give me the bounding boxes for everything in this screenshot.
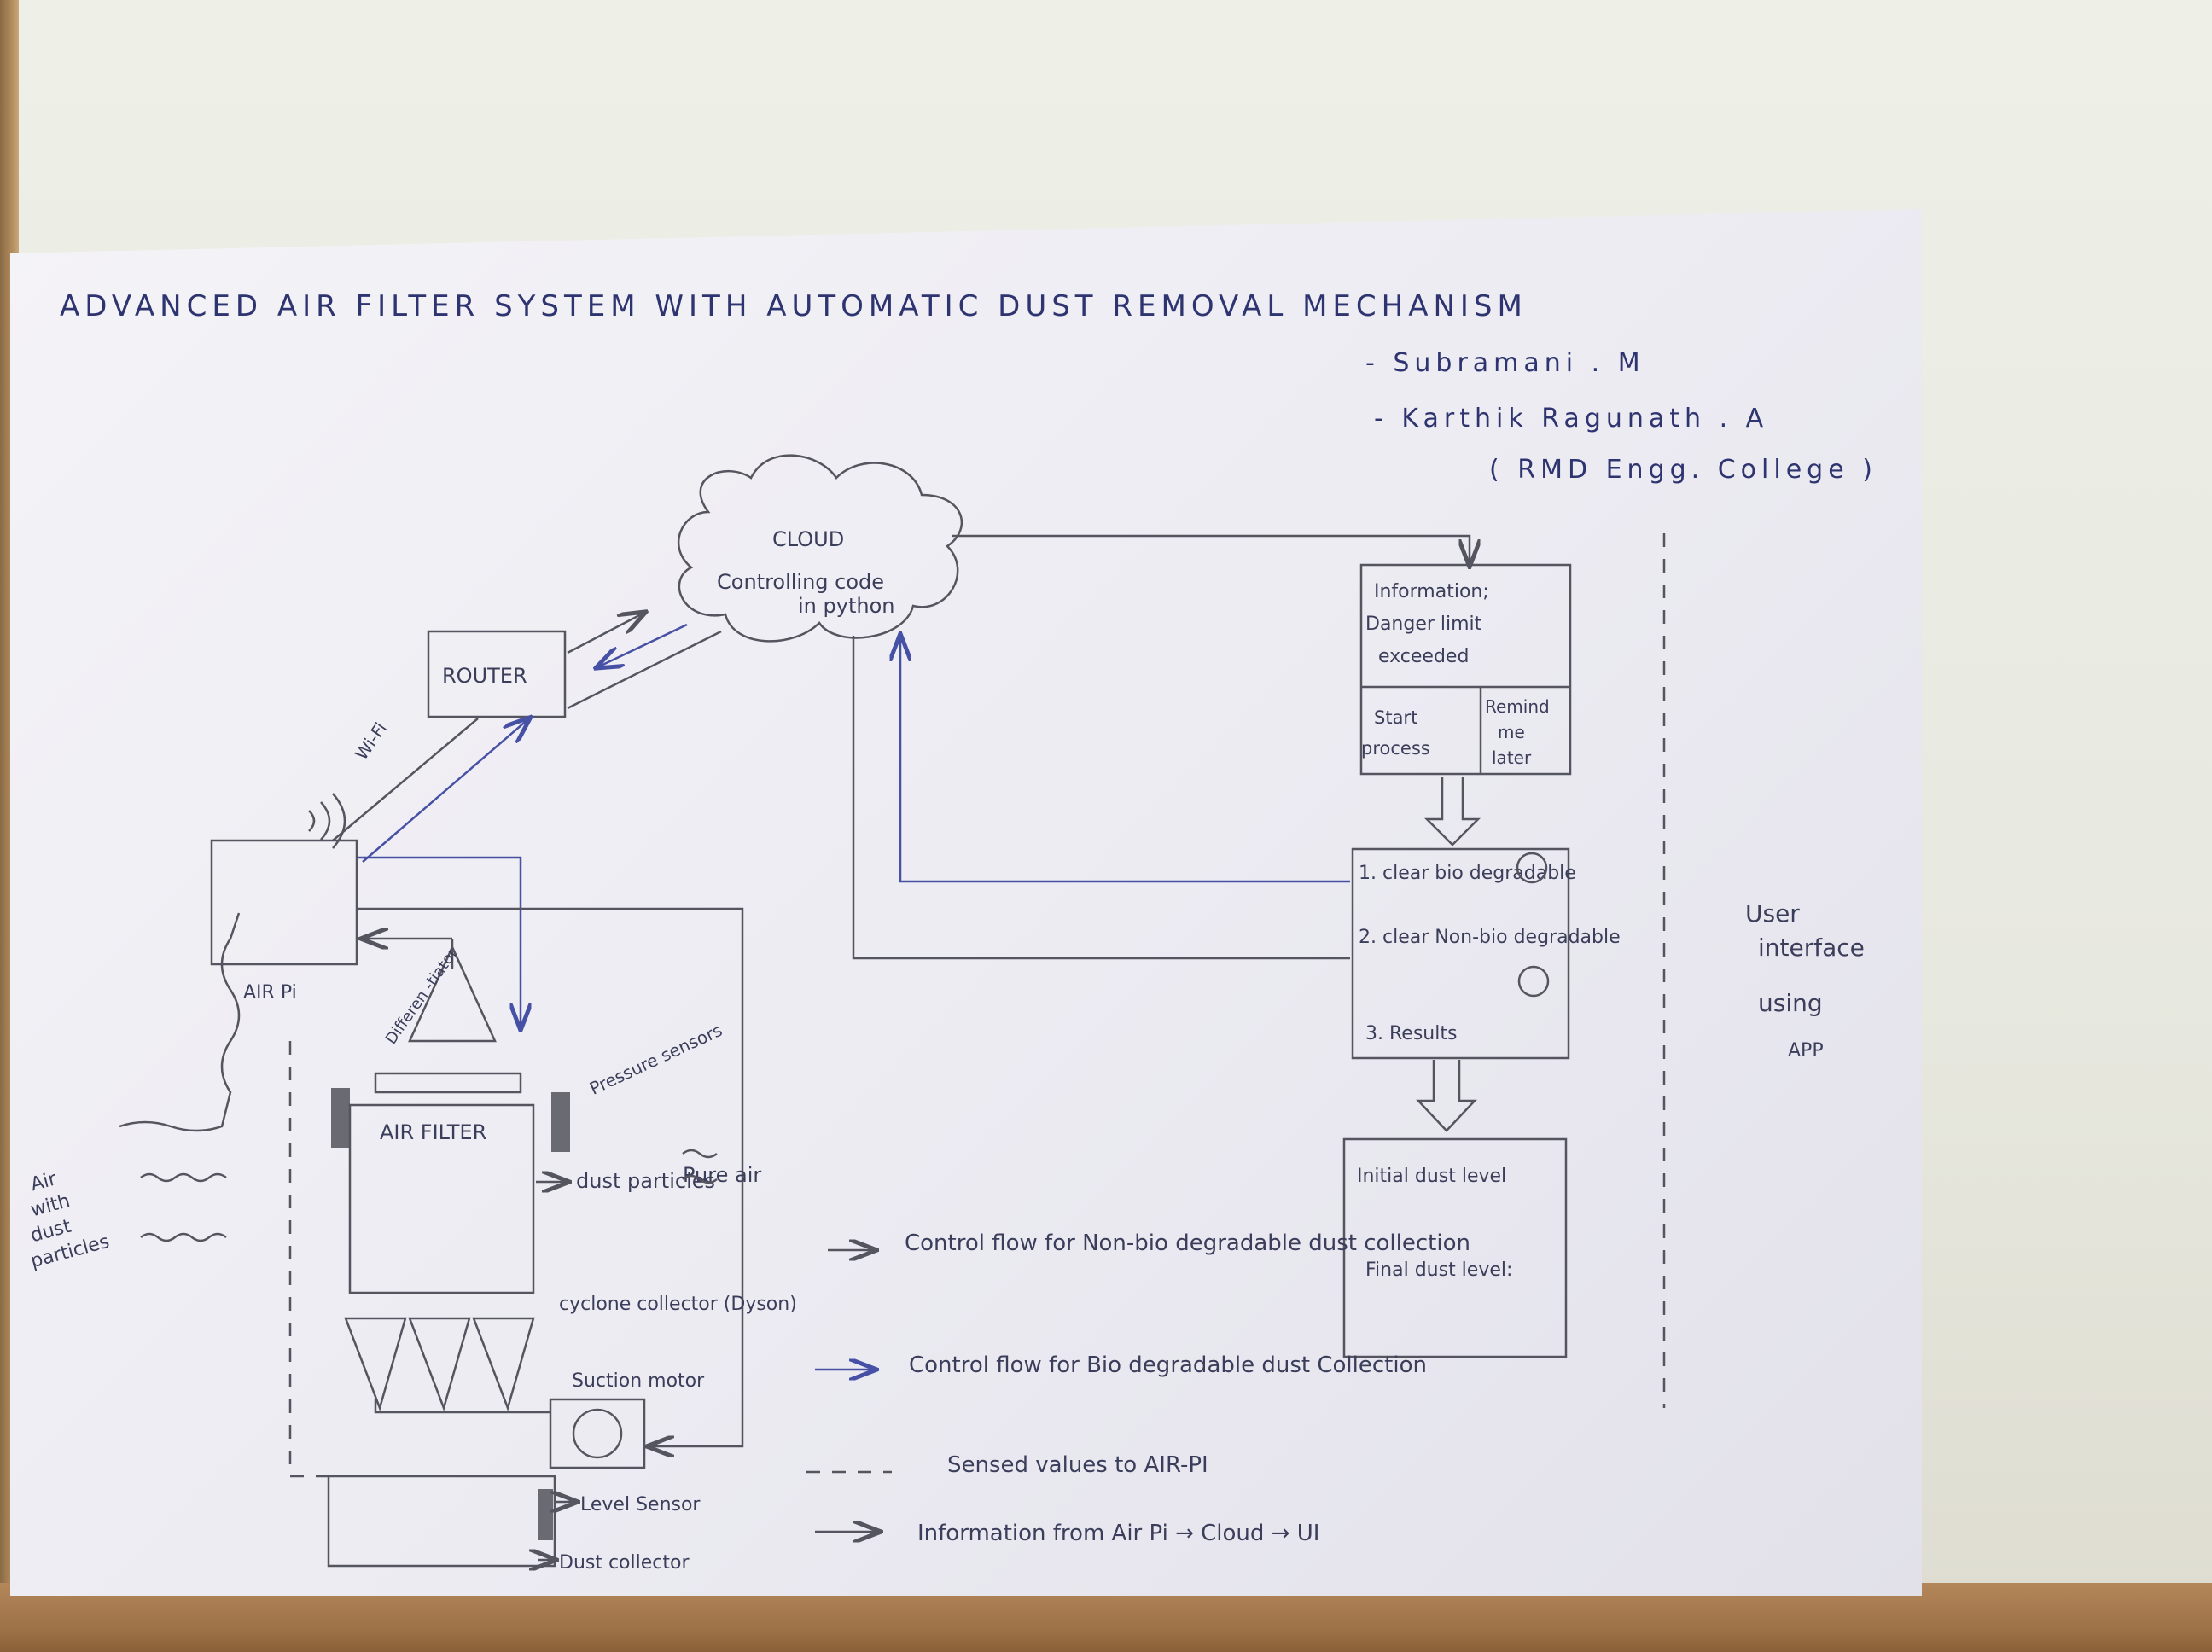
paper-sheet — [10, 209, 1922, 1596]
nonbio-ui-to-cloud-link — [852, 636, 1350, 960]
suction-motor-label: Suction motor — [572, 1370, 705, 1392]
wifi-label: Wi-Fi — [351, 718, 391, 764]
cyclone-cone-2 — [408, 1317, 471, 1411]
interface-label: interface — [1758, 934, 1865, 962]
air-input-wave — [119, 912, 241, 1132]
final-dust-level: Final dust level: — [1365, 1259, 1512, 1281]
cyclone-cone-3 — [472, 1317, 535, 1411]
router-to-cloud-link — [567, 613, 644, 654]
pressure-sensor-right — [551, 1092, 570, 1152]
legend-nonbio: Control flow for Non-bio degradable dust… — [905, 1230, 1470, 1256]
remind-label-3: later — [1492, 747, 1532, 768]
check-icon-nonbio — [1517, 965, 1550, 998]
wifi-waves-icon — [308, 793, 346, 849]
pure-air-label: Pure air — [683, 1163, 761, 1187]
differentiator-label: Differen -tiator — [382, 945, 463, 1048]
suction-motor-box — [549, 1398, 646, 1469]
level-sensor-block — [538, 1489, 553, 1540]
cloud-python-label: in python — [798, 594, 894, 618]
ui-alert-frame — [1359, 563, 1572, 776]
initial-dust-level: Initial dust level — [1357, 1166, 1506, 1187]
app-label: APP — [1788, 1040, 1824, 1062]
cyclone-collector — [344, 1317, 535, 1411]
start-process-label-2: process — [1361, 738, 1430, 759]
remind-label: Remind — [1485, 696, 1550, 717]
user-label: User — [1745, 899, 1800, 928]
cloud-shape — [677, 454, 963, 643]
airpi-label: AIR Pi — [243, 982, 297, 1003]
sensed-values-dashed-line — [288, 1041, 329, 1478]
motor-to-cyclones-link — [374, 1399, 550, 1414]
option-results[interactable]: 3. Results — [1365, 1023, 1457, 1044]
ui-options-frame — [1351, 847, 1570, 1060]
pure-air-wave-2 — [682, 1174, 718, 1184]
dust-particles-label: dust particles — [576, 1169, 715, 1193]
ui-info-line3: exceeded — [1378, 646, 1469, 667]
ui-info-line2: Danger limit — [1365, 614, 1482, 635]
cloud-label: CLOUD — [772, 527, 844, 551]
cloud-to-router-link — [597, 623, 688, 667]
ui-alert-box: Information; Danger limit exceeded — [1359, 563, 1572, 776]
legend-bio: Control flow for Bio degradable dust Col… — [909, 1352, 1427, 1378]
router-airpi-link — [362, 718, 529, 863]
option-clear-nonbio[interactable]: 2. clear Non-bio degradable — [1359, 927, 1621, 948]
remind-label-2: me — [1498, 722, 1525, 742]
legend: Control flow for Non-bio degradable dust… — [806, 1230, 1470, 1546]
router-label: ROUTER — [442, 664, 527, 688]
ui-results-box — [1342, 1137, 1568, 1358]
cloud-to-ui-link — [952, 534, 1470, 565]
ui-info-line1: Information; — [1374, 581, 1489, 602]
bio-ui-to-cloud-link — [900, 636, 1350, 883]
remind-later-button[interactable]: Remind me later — [1485, 696, 1550, 768]
check-icon-bio — [1516, 852, 1548, 884]
dust-collector-label: Dust collector — [559, 1552, 690, 1573]
author-college: ( RMD Engg. College ) — [1489, 455, 1877, 485]
airpi-router-link — [332, 718, 479, 841]
pressure-plate — [374, 1072, 522, 1094]
cyclone-label: cyclone collector (Dyson) — [559, 1294, 797, 1315]
air-wave-2 — [140, 1232, 227, 1242]
ui-options-box — [1351, 847, 1570, 1060]
cloud-node: CLOUD Controlling code in python — [677, 454, 963, 643]
differentiator-symbol — [408, 944, 497, 1043]
pressure-sensors-label: Pressure sensors — [586, 1020, 725, 1099]
air-filter-label: AIR FILTER — [380, 1120, 486, 1144]
author-2: - Karthik Ragunath . A — [1374, 404, 1768, 433]
diagram-title: ADVANCED AIR FILTER SYSTEM WITH AUTOMATI… — [60, 289, 1528, 323]
using-label: using — [1758, 989, 1823, 1017]
pressure-sensor-left — [331, 1088, 350, 1148]
start-process-button[interactable]: Start process — [1361, 707, 1430, 759]
pure-air-wave-1 — [682, 1149, 718, 1159]
airpi-box — [210, 839, 358, 966]
air-wave-1 — [140, 1172, 227, 1183]
author-1: - Subramani . M — [1365, 348, 1645, 378]
dust-collector-box — [327, 1475, 556, 1568]
nonbio-flow-to-motor — [358, 907, 744, 1446]
cyclone-cone-1 — [344, 1317, 407, 1411]
air-filter-block — [348, 1103, 535, 1294]
option-clear-bio[interactable]: 1. clear bio degradable — [1359, 863, 1576, 884]
fan-icon — [572, 1408, 623, 1459]
ui-flow-arrow-1 — [1423, 777, 1481, 846]
router-cloud-link-3 — [567, 630, 722, 710]
level-sensor-label: Level Sensor — [580, 1494, 701, 1515]
ui-flow-arrow-2 — [1416, 1060, 1477, 1132]
bio-flow-to-filter — [358, 856, 521, 1028]
legend-info: Information from Air Pi → Cloud → UI — [917, 1521, 1319, 1546]
air-with-dust-label: Air — [28, 1168, 60, 1195]
router-box — [427, 630, 567, 718]
start-process-label: Start — [1374, 707, 1417, 728]
legend-sensed: Sensed values to AIR-PI — [947, 1452, 1208, 1478]
cloud-code-label: Controlling code — [717, 570, 884, 594]
